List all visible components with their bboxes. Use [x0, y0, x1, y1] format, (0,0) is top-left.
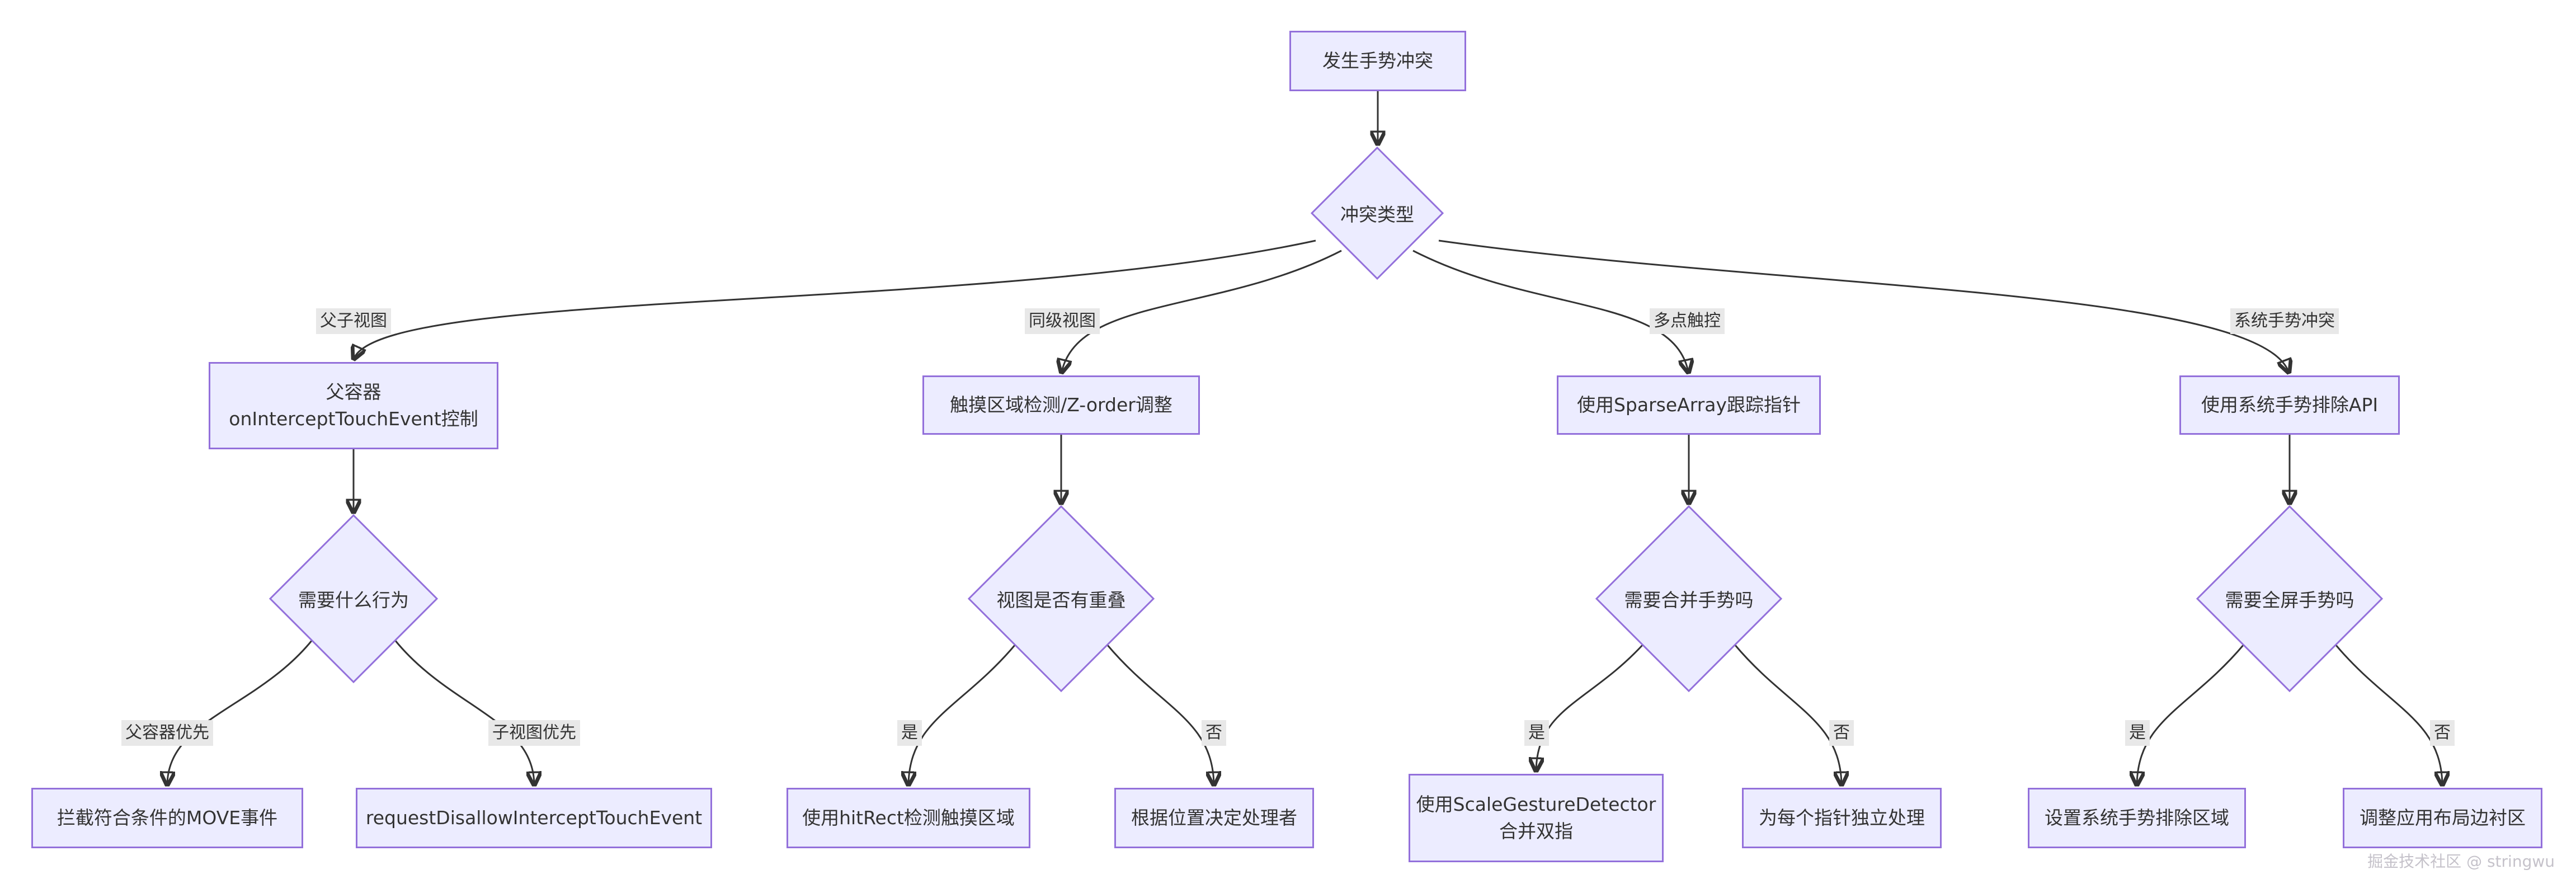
edge-label-system-gesture-conflict: 系统手势冲突	[2230, 308, 2339, 334]
edge-label-multitouch: 多点触控	[1650, 308, 1725, 334]
fullscreen-gesture-diamond: 需要全屏手势吗	[2197, 506, 2382, 691]
edge-decision-to-intercept-move	[167, 640, 313, 784]
what-behavior-label: 需要什么行为	[298, 589, 409, 611]
edge-decision-to-hitrect	[908, 644, 1016, 784]
position-decides-box: 根据位置决定处理者	[1114, 788, 1314, 848]
hitrect-label: 使用hitRect检测触摸区域	[802, 807, 1015, 829]
exclusion-area-box: 设置系统手势排除区域	[2028, 788, 2246, 848]
start-box-label: 发生手势冲突	[1322, 50, 1433, 72]
edge-label-sibling-yes: 是	[897, 720, 922, 746]
edge-label-multitouch-no: 否	[1829, 720, 1854, 746]
scale-gesture-box: 使用ScaleGestureDetector 合并双指	[1409, 774, 1664, 862]
edge-conflict-to-parent-child	[354, 239, 1316, 358]
edge-decision-to-scale-gesture	[1536, 643, 1644, 770]
what-behavior-diamond: 需要什么行为	[270, 515, 437, 682]
parent-child-strategy-label: 父容器 onInterceptTouchEvent控制	[229, 381, 478, 430]
edge-label-child-first: 子视图优先	[488, 720, 580, 746]
diamond-shape	[1312, 148, 1443, 279]
edge-label-sibling-no: 否	[1202, 720, 1226, 746]
adjust-insets-label: 调整应用布局边衬区	[2360, 807, 2526, 829]
views-overlap-diamond: 视图是否有重叠	[969, 506, 1153, 691]
views-overlap-label: 视图是否有重叠	[996, 589, 1126, 611]
hitrect-box: 使用hitRect检测触摸区域	[787, 788, 1030, 848]
edge-decision-to-position-decides	[1106, 644, 1214, 784]
diamond-shape	[1597, 506, 1781, 691]
edge-conflict-to-system	[1438, 239, 2288, 372]
edge-conflict-to-multitouch	[1412, 250, 1688, 372]
system-strategy-box: 使用系统手势排除API	[2179, 375, 2400, 435]
edge-decision-to-independent-pointer	[1734, 644, 1842, 784]
sibling-strategy-label: 触摸区域检测/Z-order调整	[950, 394, 1172, 416]
independent-pointer-box: 为每个指针独立处理	[1742, 788, 1942, 848]
fullscreen-gesture-label: 需要全屏手势吗	[2225, 589, 2354, 611]
position-decides-label: 根据位置决定处理者	[1131, 807, 1297, 829]
diamond-shape	[2197, 506, 2382, 691]
edge-decision-to-adjust-insets	[2334, 644, 2442, 784]
intercept-move-box: 拦截符合条件的MOVE事件	[31, 788, 303, 848]
exclusion-area-label: 设置系统手势排除区域	[2045, 807, 2229, 829]
multitouch-strategy-box: 使用SparseArray跟踪指针	[1557, 375, 1821, 435]
parent-child-strategy-box: 父容器 onInterceptTouchEvent控制	[209, 362, 498, 449]
diamond-shape	[969, 506, 1153, 691]
multitouch-strategy-label: 使用SparseArray跟踪指针	[1576, 394, 1801, 416]
intercept-move-label: 拦截符合条件的MOVE事件	[56, 807, 278, 829]
request-disallow-box: requestDisallowInterceptTouchEvent	[356, 788, 712, 848]
start-box: 发生手势冲突	[1289, 31, 1466, 91]
edge-label-system-no: 否	[2430, 720, 2455, 746]
merge-gesture-diamond: 需要合并手势吗	[1597, 506, 1781, 691]
watermark: 掘金技术社区 @ stringwu	[2367, 852, 2555, 871]
independent-pointer-label: 为每个指针独立处理	[1759, 807, 1925, 829]
edge-label-multitouch-yes: 是	[1524, 720, 1549, 746]
edge-decision-to-exclusion-area	[2137, 644, 2245, 784]
request-disallow-label: requestDisallowInterceptTouchEvent	[365, 807, 703, 829]
sibling-strategy-box: 触摸区域检测/Z-order调整	[922, 375, 1200, 435]
system-strategy-label: 使用系统手势排除API	[2201, 394, 2379, 416]
diamond-shape	[270, 515, 437, 682]
conflict-type-label: 冲突类型	[1340, 204, 1414, 225]
edge-label-parent-child-view: 父子视图	[316, 308, 391, 334]
edge-conflict-to-sibling	[1062, 250, 1342, 372]
conflict-type-diamond: 冲突类型	[1312, 148, 1443, 279]
scale-gesture-label: 使用ScaleGestureDetector 合并双指	[1416, 793, 1656, 842]
adjust-insets-box: 调整应用布局边衬区	[2343, 788, 2542, 848]
merge-gesture-label: 需要合并手势吗	[1624, 589, 1754, 611]
edge-label-sibling-view: 同级视图	[1025, 308, 1100, 334]
edge-label-parent-first: 父容器优先	[121, 720, 213, 746]
edge-label-system-yes: 是	[2125, 720, 2150, 746]
edge-decision-to-request-disallow	[394, 640, 534, 784]
